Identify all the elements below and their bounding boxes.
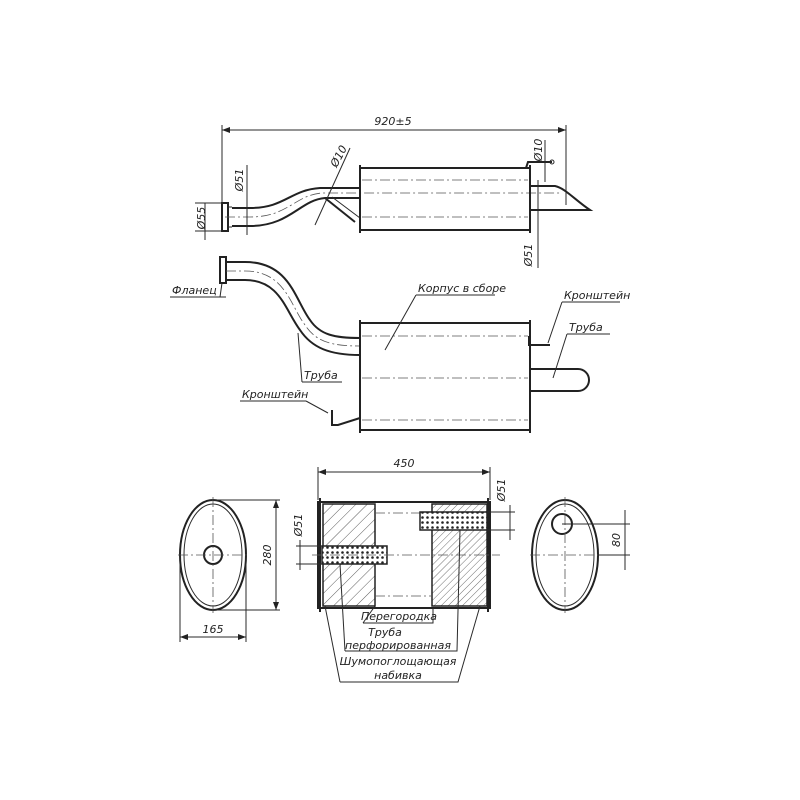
label-bracket-left: Кронштейн xyxy=(242,388,308,401)
dim-flange-diameter: Ø55 xyxy=(195,207,208,231)
label-perforated-pipe-line2: перфорированная xyxy=(345,639,451,652)
dim-bracket-rod-left: Ø10 xyxy=(327,143,350,170)
dim-overall-length: 920±5 xyxy=(374,115,411,128)
dim-section-inlet-diameter: Ø51 xyxy=(292,514,305,538)
label-body-assembly: Корпус в сборе xyxy=(418,282,506,295)
dim-outlet-pipe-diameter: Ø51 xyxy=(522,244,535,268)
section-view: 450 Ø51 Ø51 Перегородка Труба перфориров… xyxy=(292,457,515,683)
dim-body-length: 450 xyxy=(394,457,415,470)
dim-body-height: 280 xyxy=(261,545,274,566)
label-pipe-right: Труба xyxy=(569,321,603,334)
label-pipe-left: Труба xyxy=(304,369,338,382)
label-baffle: Перегородка xyxy=(361,610,437,623)
label-bracket-right: Кронштейн xyxy=(564,289,630,302)
dim-inlet-pipe-diameter: Ø51 xyxy=(233,169,246,193)
label-flange: Фланец xyxy=(172,284,217,297)
perforated-pipe-outlet xyxy=(419,511,488,531)
label-absorbing-fill-line1: Шумопоглощающая xyxy=(340,655,457,668)
dim-outlet-offset: 80 xyxy=(610,533,623,547)
side-view: Фланец Корпус в сборе Кронштейн Труба Тр… xyxy=(170,256,630,433)
inlet-end-view: 280 165 xyxy=(178,497,280,642)
dim-body-width: 165 xyxy=(203,623,224,636)
dim-section-outlet-diameter: Ø51 xyxy=(495,479,508,503)
label-absorbing-fill-line2: набивка xyxy=(374,669,422,682)
dim-bracket-rod-right: Ø10 xyxy=(532,139,545,163)
top-view: 920±5 Ø55 Ø51 Ø10 Ø10 Ø51 xyxy=(195,115,594,268)
label-perforated-pipe-line1: Труба xyxy=(368,626,402,639)
outlet-end-view: 80 xyxy=(530,497,630,613)
